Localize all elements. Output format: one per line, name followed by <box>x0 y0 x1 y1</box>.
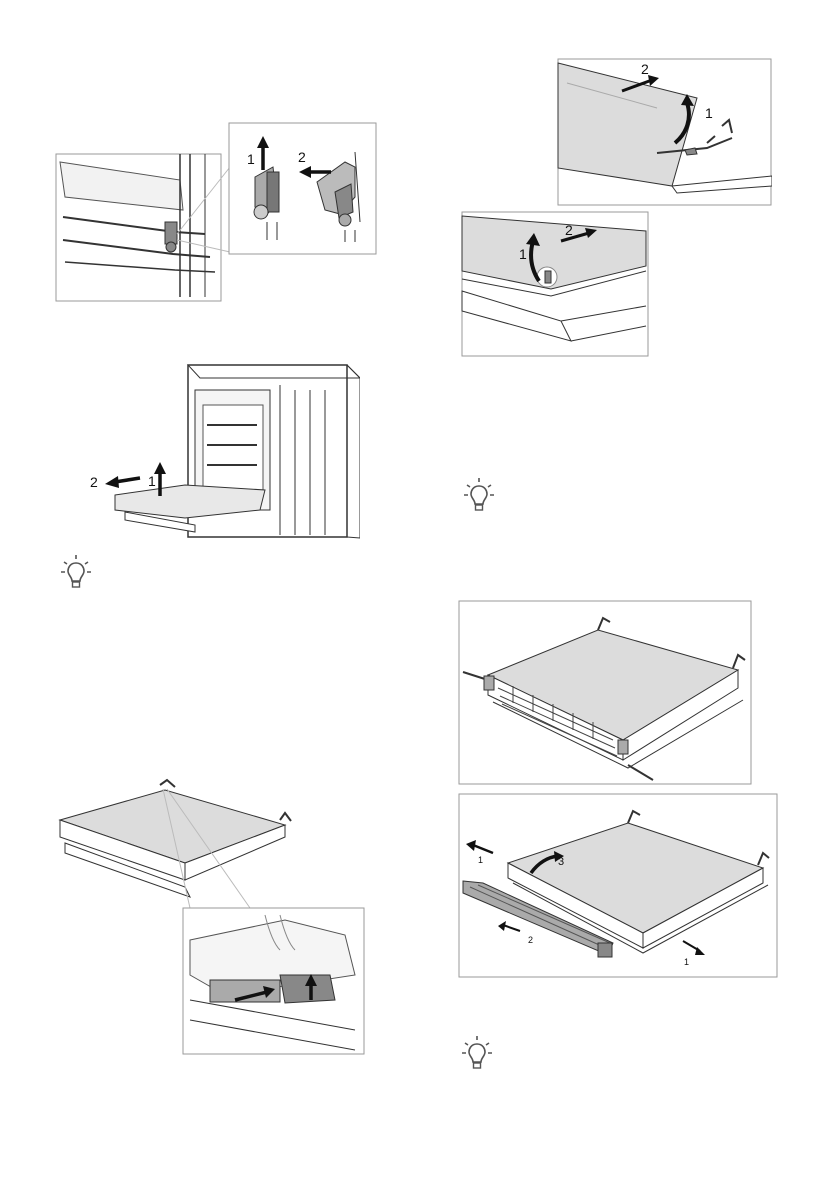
clip-release-figure <box>55 775 365 1055</box>
step-label-2: 2 <box>565 222 573 238</box>
strip-removal-figure: 1 3 2 1 <box>458 793 778 978</box>
step-label-1: 1 <box>478 855 483 865</box>
lightbulb-tip-icon <box>60 554 92 590</box>
hinge-figure: 1 2 <box>55 122 377 302</box>
lightbulb-tip-icon <box>461 1035 493 1071</box>
step-label-2: 2 <box>298 149 306 165</box>
step-label-1: 1 <box>684 957 689 967</box>
step-label-3: 3 <box>558 856 564 868</box>
panel-slide-bottom-figure: 2 1 <box>461 211 649 357</box>
step-label-1: 1 <box>519 246 527 262</box>
door-removal-figure: 2 1 <box>85 360 360 540</box>
step-label-1: 1 <box>705 105 713 121</box>
lightbulb-tip-icon <box>463 477 495 513</box>
door-frame-figure <box>458 600 752 785</box>
step-label-2: 2 <box>90 474 98 490</box>
step-label-1: 1 <box>247 151 255 167</box>
panel-slide-top-figure: 2 1 <box>557 58 772 206</box>
step-label-2: 2 <box>641 61 649 77</box>
step-label-2: 2 <box>528 935 533 945</box>
step-label-1: 1 <box>148 473 156 489</box>
